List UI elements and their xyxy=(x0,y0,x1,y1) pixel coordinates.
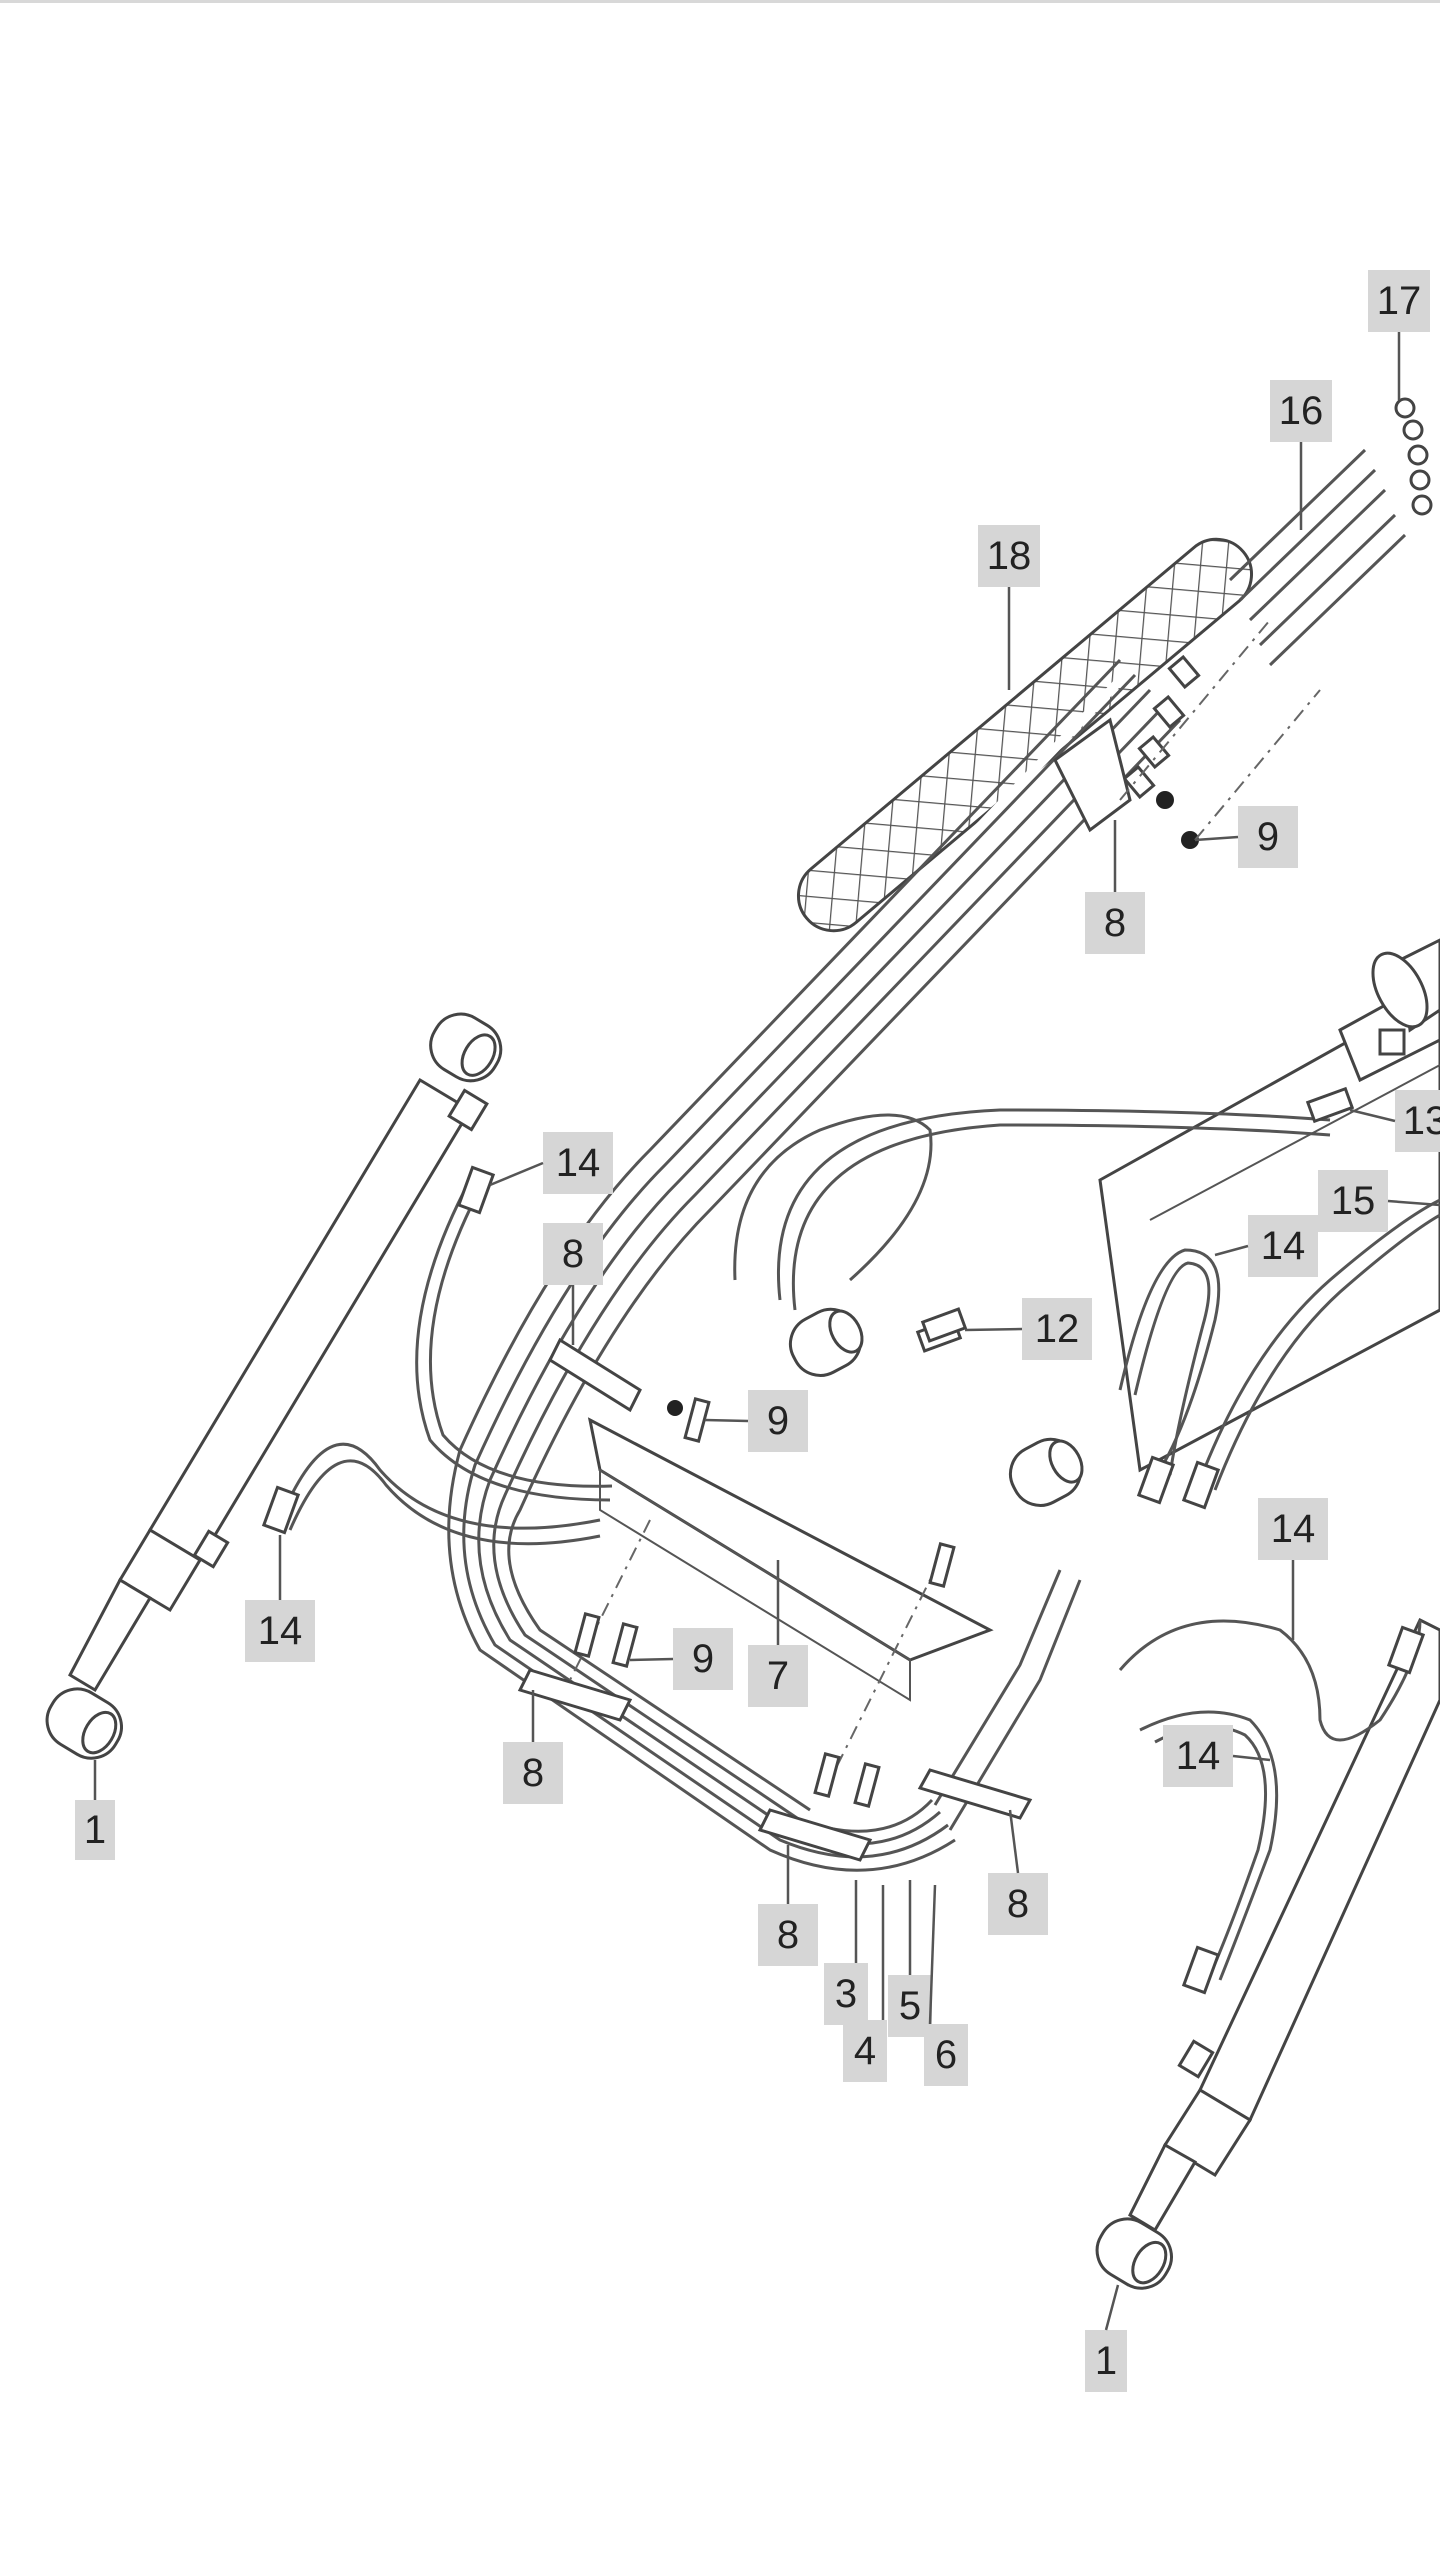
callout-15: 15 xyxy=(1318,1170,1440,1232)
callout-8-left-label: 8 xyxy=(562,1232,584,1276)
callout-8-top-label: 8 xyxy=(1104,901,1126,945)
callout-12: 12 xyxy=(964,1298,1092,1360)
flex-hoses xyxy=(261,1028,1440,1995)
callout-1-left-label: 1 xyxy=(84,1808,106,1852)
callout-17: 17 xyxy=(1368,270,1430,400)
callout-16-label: 16 xyxy=(1279,389,1324,433)
callout-14-top-right-label: 14 xyxy=(1261,1224,1306,1268)
rigid-pipes xyxy=(1228,397,1433,667)
callout-7: 7 xyxy=(748,1560,808,1707)
callout-14-lower-right: 14 xyxy=(1163,1725,1271,1787)
callout-1-right-label: 1 xyxy=(1095,2339,1117,2383)
callout-14-middle-right: 14 xyxy=(1258,1498,1328,1640)
callout-17-label: 17 xyxy=(1377,279,1422,323)
callout-8-bottom-label: 8 xyxy=(777,1913,799,1957)
mounting-plate xyxy=(559,1417,994,1781)
callout-8-bottom: 8 xyxy=(758,1845,818,1966)
callout-16: 16 xyxy=(1270,380,1332,530)
callout-3-label: 3 xyxy=(835,1972,857,2016)
callout-8-top: 8 xyxy=(1085,820,1145,954)
callout-5-label: 5 xyxy=(899,1984,921,2028)
callout-14-top-left-label: 14 xyxy=(556,1141,601,1185)
callout-9-top-label: 9 xyxy=(1257,815,1279,859)
callout-14-left: 14 xyxy=(245,1535,315,1662)
callout-14-middle-right-label: 14 xyxy=(1271,1507,1316,1551)
callout-9-middle: 9 xyxy=(704,1390,808,1452)
callout-9-top: 9 xyxy=(1194,806,1298,868)
hose-clamps xyxy=(517,1337,1033,1862)
callout-14-left-label: 14 xyxy=(258,1609,303,1653)
callout-7-label: 7 xyxy=(767,1654,789,1698)
callout-18: 18 xyxy=(978,525,1040,690)
left-cylinder xyxy=(45,1012,503,1760)
callout-9-lower: 9 xyxy=(629,1628,733,1690)
callout-13-label: 13 xyxy=(1403,1099,1440,1143)
bolts xyxy=(573,1397,956,1808)
callout-4: 4 xyxy=(843,1885,887,2082)
callout-14-top-left: 14 xyxy=(489,1132,613,1194)
top-divider xyxy=(0,0,1440,3)
callout-8-lower-left-label: 8 xyxy=(522,1751,544,1795)
callout-9-middle-label: 9 xyxy=(767,1399,789,1443)
callout-3: 3 xyxy=(824,1880,868,2025)
callout-14-lower-right-label: 14 xyxy=(1176,1734,1221,1778)
right-cylinder xyxy=(1095,1617,1440,2290)
callout-1-left: 1 xyxy=(75,1760,115,1860)
callout-12-label: 12 xyxy=(1035,1307,1080,1351)
callout-15-label: 15 xyxy=(1331,1179,1376,1223)
callout-6: 6 xyxy=(924,1884,968,2086)
callout-9-lower-label: 9 xyxy=(692,1637,714,1681)
callout-6-label: 6 xyxy=(935,2033,957,2077)
callout-18-label: 18 xyxy=(987,534,1032,578)
callout-4-label: 4 xyxy=(854,2029,876,2073)
upper-fittings xyxy=(1053,619,1321,849)
callout-13: 13 xyxy=(1349,1090,1440,1152)
callout-14-top-right: 14 xyxy=(1214,1215,1318,1277)
upper-right-cylinder xyxy=(1371,938,1440,1033)
callout-8-bottom-right-label: 8 xyxy=(1007,1882,1029,1926)
callout-5: 5 xyxy=(888,1880,932,2037)
callout-1-right: 1 xyxy=(1085,2284,1127,2392)
callout-8-lower-left: 8 xyxy=(503,1690,563,1804)
callout-8-bottom-right: 8 xyxy=(988,1809,1048,1935)
callout-8-left: 8 xyxy=(543,1223,603,1345)
